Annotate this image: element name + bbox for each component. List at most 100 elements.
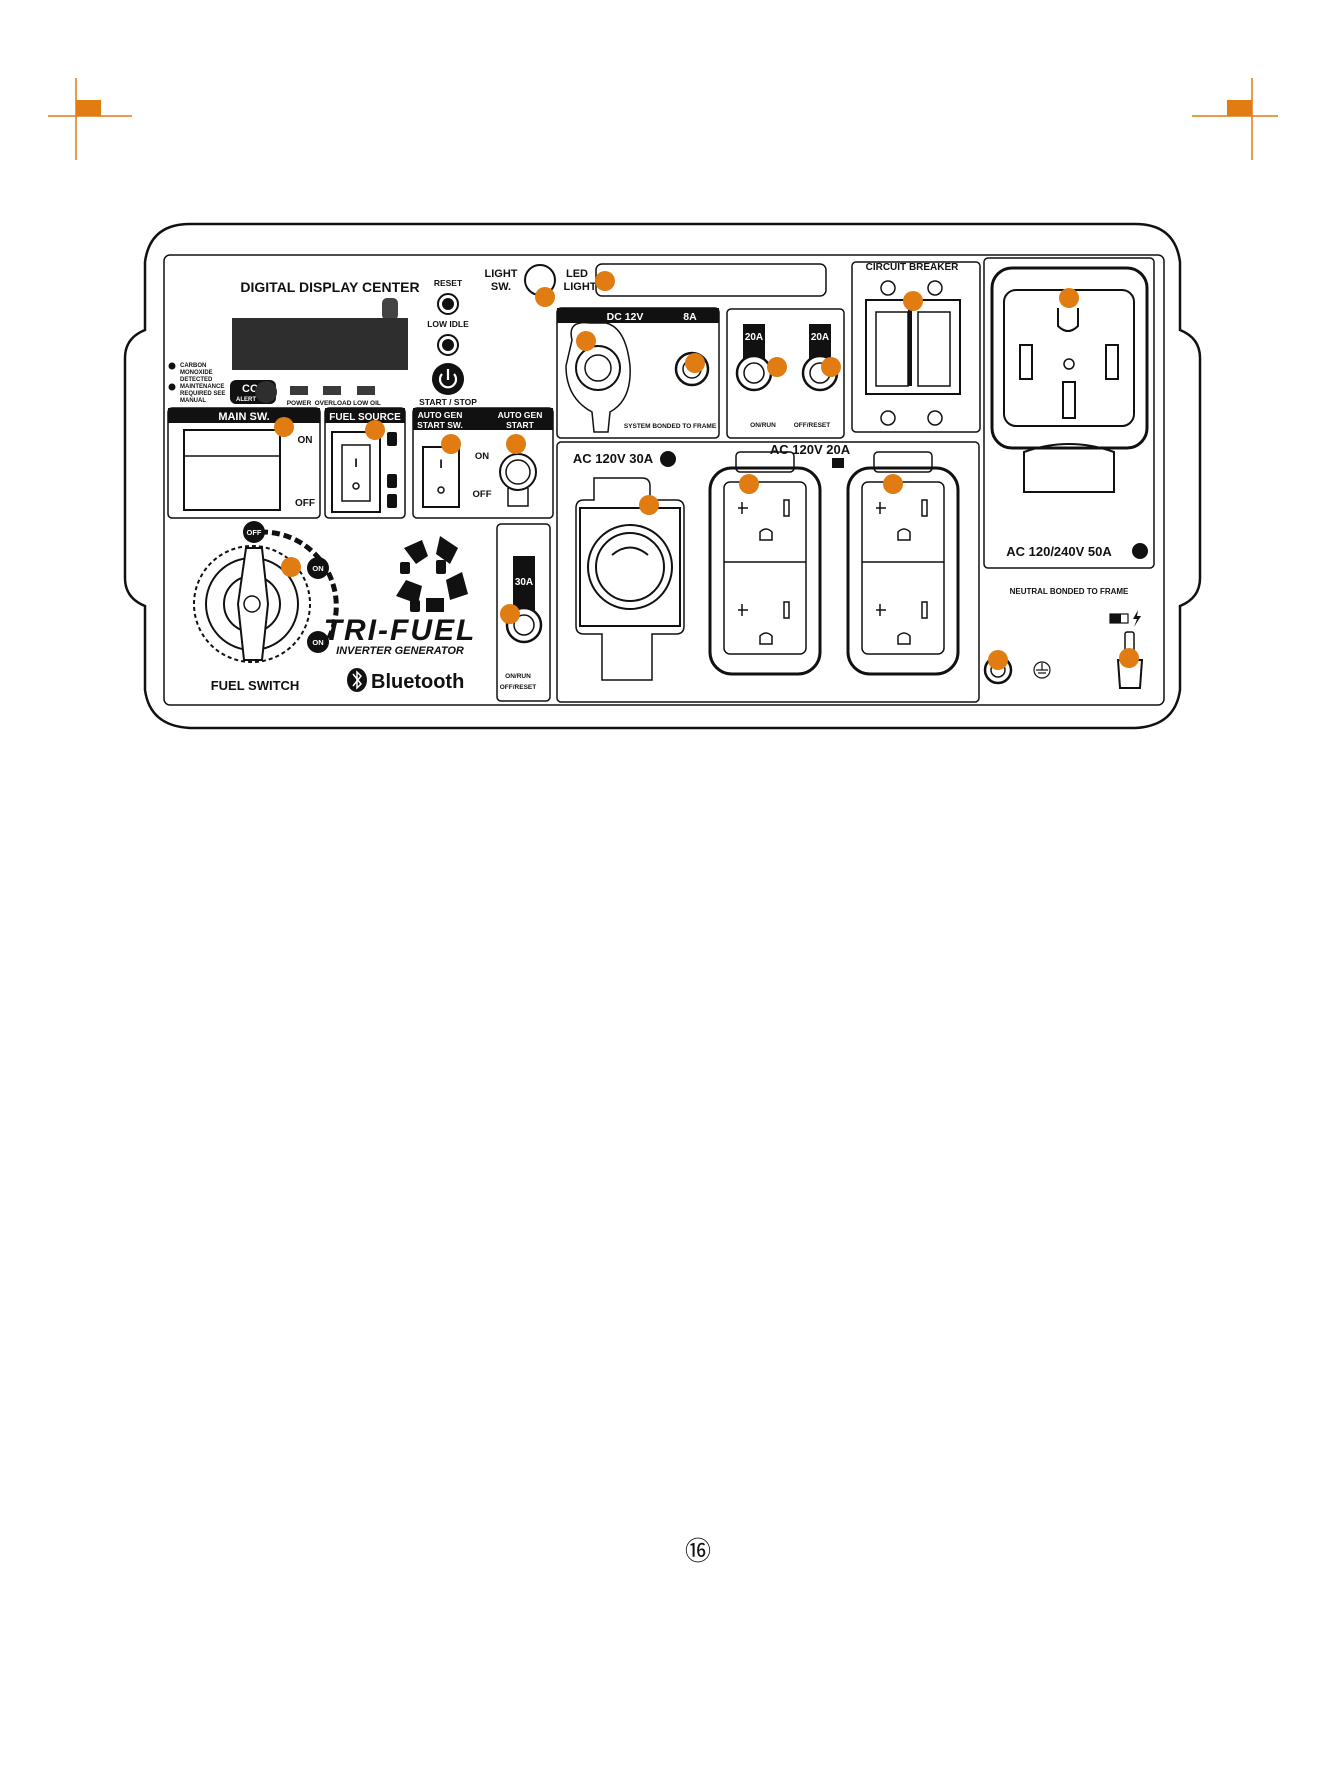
main-switch[interactable] xyxy=(183,429,281,511)
fuel-on-marker-2 xyxy=(307,631,329,653)
ac-50a-plug-icon xyxy=(1132,543,1148,559)
battery-charge-icon xyxy=(1109,610,1141,627)
ac-50a-ground-slot xyxy=(1057,308,1079,332)
low-oil-led-label: LOW OIL xyxy=(353,400,381,407)
ac-30a-label: AC 120V 30A xyxy=(573,451,654,466)
co-alert-top: CO xyxy=(242,383,259,395)
panel-outer-frame xyxy=(123,222,1202,730)
low-idle-label: LOW IDLE xyxy=(427,319,469,329)
fuel-switch-off: OFF xyxy=(247,528,262,537)
ac-30a-outlet-face xyxy=(595,532,665,602)
propane-icon xyxy=(387,474,397,488)
circuit-breaker-title: CIRCUIT BREAKER xyxy=(866,262,960,273)
callout-marker xyxy=(281,557,301,577)
low-oil-led xyxy=(357,386,375,395)
main-sw-off: OFF xyxy=(295,498,315,509)
auto-gen-on: ON xyxy=(475,451,489,462)
breaker-30a-off-reset: OFF/RESET xyxy=(500,684,537,691)
low-idle-button-inner xyxy=(442,339,454,351)
led-light-label-1: LED xyxy=(566,268,588,280)
brand-subtitle: INVERTER GENERATOR xyxy=(336,645,464,657)
control-panel: DIGITAL DISPLAY CENTER CARBON MONOXIDE D… xyxy=(123,222,1202,730)
digital-display-screen xyxy=(232,318,408,370)
circuit-breaker-switch[interactable] xyxy=(865,299,961,395)
page-number: ⑯ xyxy=(684,1536,711,1566)
auto-gen-header xyxy=(413,408,553,430)
breaker-20a-2-label: 20A xyxy=(811,332,829,343)
breaker-20a-1[interactable] xyxy=(735,354,773,392)
breaker-20a-1-label: 20A xyxy=(745,332,763,343)
breaker-30a-tag xyxy=(513,556,535,610)
breaker-screw-br xyxy=(927,410,943,426)
ac-50a-slot-left xyxy=(1019,344,1033,380)
auto-gen-start-switch[interactable] xyxy=(422,446,460,508)
ac-30a-outlet-frame xyxy=(579,507,681,627)
main-sw-on: ON xyxy=(298,435,313,446)
on-run-label: ON/RUN xyxy=(750,422,776,429)
ac-20a-label: AC 120V 20A xyxy=(770,442,851,457)
callout-marker xyxy=(988,650,1008,670)
breaker-30a-section xyxy=(496,523,551,702)
dc-12v-socket[interactable] xyxy=(575,345,621,391)
ac-30a-twist-slot xyxy=(611,546,649,556)
ac-20a-outlet-1[interactable] xyxy=(738,499,790,645)
off-reset-label: OFF/RESET xyxy=(794,422,831,429)
display-sensor xyxy=(382,298,398,320)
callout-marker xyxy=(821,357,841,377)
dc-amp: 8A xyxy=(683,311,697,323)
circuit-breaker-section xyxy=(851,261,981,433)
crop-mark-right xyxy=(1192,78,1278,160)
ac-50a-outlet[interactable] xyxy=(1003,289,1135,427)
fuel-source-switch[interactable] xyxy=(331,431,381,513)
ac-30a-outlet[interactable] xyxy=(587,524,673,610)
auto-gen-connector-inner xyxy=(505,459,531,485)
breaker-20a-section xyxy=(726,308,845,439)
co-detected-line2: MONOXIDE xyxy=(180,370,213,376)
dc-8a-breaker[interactable] xyxy=(674,351,710,387)
auto-gen-connector-tab xyxy=(507,488,529,507)
light-sw-label-1: LIGHT xyxy=(485,268,518,280)
callout-marker xyxy=(903,291,923,311)
ac-20a-outlet-cover-1 xyxy=(708,451,822,676)
power-led-label: POWER xyxy=(287,400,312,407)
ground-icon xyxy=(1033,661,1051,679)
main-sw-label: MAIN SW. xyxy=(218,411,269,423)
callout-markers xyxy=(274,271,1139,670)
fuel-switch-on-1: ON xyxy=(312,564,323,573)
fuel-source-rocker xyxy=(341,444,371,502)
overload-led xyxy=(323,386,341,395)
co-indicator-dot xyxy=(168,362,176,370)
callout-marker xyxy=(506,434,526,454)
recycle-fuel-icon xyxy=(396,536,468,612)
fuel-on-marker-1 xyxy=(307,557,329,579)
auto-gen-start-connector[interactable] xyxy=(499,453,537,491)
dc-section xyxy=(556,307,720,439)
ac-50a-slot-right xyxy=(1105,344,1119,380)
maintenance-line3: MANUAL xyxy=(180,398,206,404)
tri-fuel-logo: TRI-FUEL xyxy=(324,614,477,647)
auto-gen-rocker-o xyxy=(437,486,445,494)
fuel-off-marker xyxy=(243,521,265,543)
ac-20a-outlet-2[interactable] xyxy=(876,499,928,645)
ac-30a-plug-icon xyxy=(660,451,676,467)
ac-50a-cover xyxy=(990,266,1149,450)
start-stop-label: START / STOP xyxy=(419,397,477,407)
neutral-bonded-label: NEUTRAL BONDED TO FRAME xyxy=(1010,587,1129,596)
led-light-strip xyxy=(595,263,827,297)
fuel-source-label: FUEL SOURCE xyxy=(329,412,401,423)
dc-header-bar xyxy=(557,308,719,323)
gasoline-icon xyxy=(387,432,397,446)
ac-50a-cover-tab xyxy=(1023,443,1115,493)
crop-mark-left xyxy=(48,78,132,160)
maintenance-indicator-dot xyxy=(168,383,176,391)
callout-marker xyxy=(441,434,461,454)
reset-button-inner xyxy=(442,298,454,310)
callout-marker xyxy=(685,353,705,373)
co-alert-bottom: ALERT xyxy=(236,397,256,403)
ac-outlets-section xyxy=(556,441,980,703)
bluetooth-icon xyxy=(347,668,367,692)
callout-marker xyxy=(365,420,385,440)
fuel-switch-knob[interactable] xyxy=(193,545,311,663)
callout-marker xyxy=(883,474,903,494)
fuel-source-rocker-o xyxy=(352,482,360,490)
